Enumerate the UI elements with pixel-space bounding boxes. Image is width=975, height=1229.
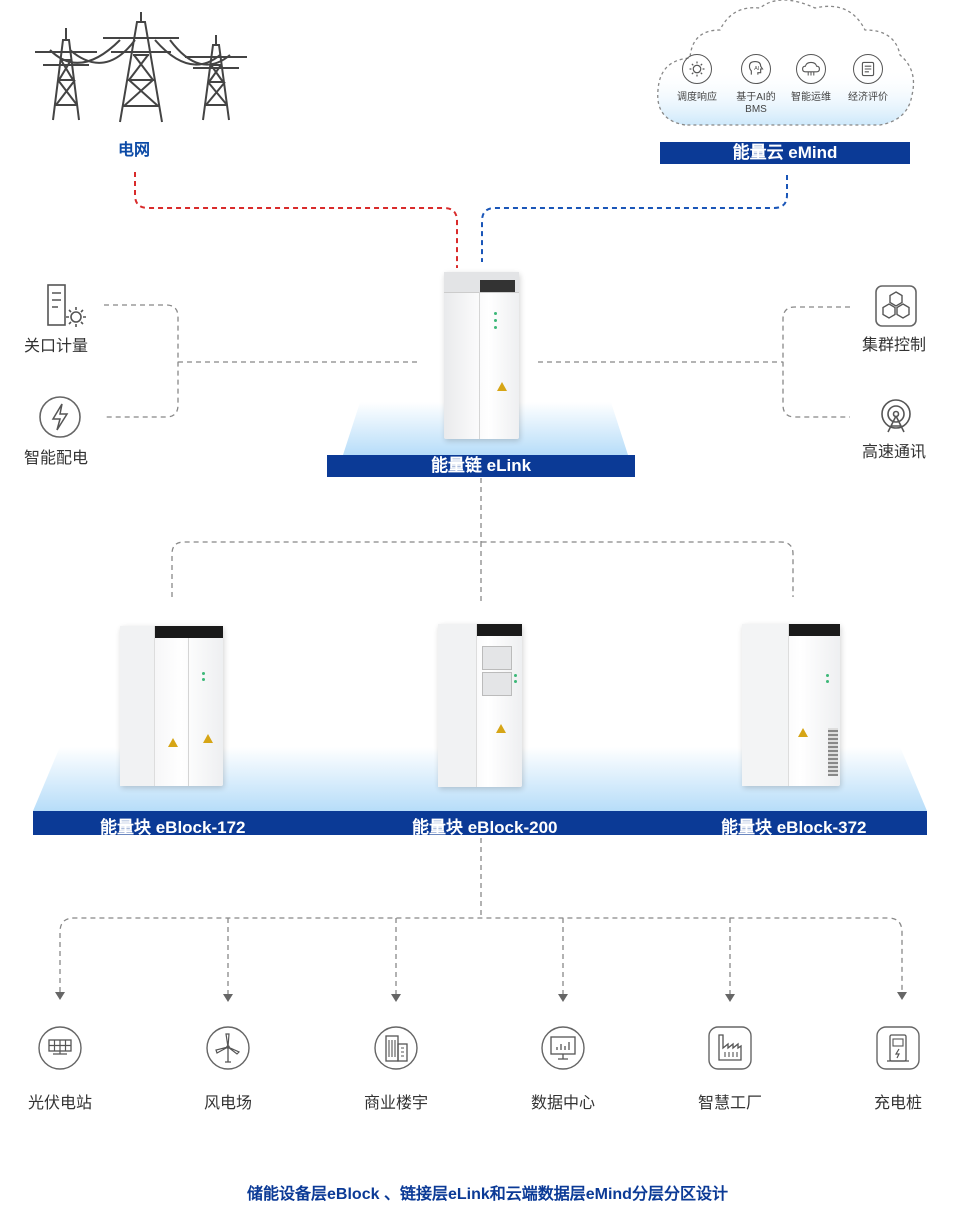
cloud-feature-label: 基于AI的 BMS bbox=[736, 92, 776, 115]
elink-bar: 能量链 eLink bbox=[327, 455, 635, 477]
charging-pile-icon bbox=[869, 1019, 927, 1077]
grid-connection-line bbox=[134, 172, 458, 268]
document-icon bbox=[853, 54, 883, 84]
cloud-feature-label: 智能运维 bbox=[791, 92, 831, 103]
left-feature-label-1: 关口计量 bbox=[24, 338, 89, 355]
cloud-connection-line bbox=[481, 175, 788, 262]
eblock-172-cabinet bbox=[120, 626, 223, 786]
application-label: 数据中心 bbox=[530, 1095, 595, 1112]
ai-icon: AI bbox=[741, 54, 771, 84]
right-feature-label-2: 高速通讯 bbox=[862, 444, 927, 461]
application-label: 风电场 bbox=[203, 1095, 252, 1112]
eblock-372-cabinet bbox=[742, 624, 840, 786]
gear-icon bbox=[682, 54, 712, 84]
application-label: 智慧工厂 bbox=[697, 1095, 762, 1112]
building-icon bbox=[367, 1019, 425, 1077]
eblock-bar bbox=[33, 811, 927, 835]
lightning-icon bbox=[39, 396, 81, 438]
wind-turbine-icon bbox=[199, 1019, 257, 1077]
cloud-shape bbox=[657, 0, 915, 126]
power-tower-icon bbox=[35, 12, 247, 123]
svg-text:AI: AI bbox=[754, 66, 760, 72]
eblock-label-200: 能量块 eBlock-200 bbox=[412, 818, 558, 837]
eblock-200-cabinet bbox=[438, 624, 522, 787]
elink-cabinet bbox=[444, 272, 519, 439]
cloud-feature-label: 调度响应 bbox=[677, 92, 717, 103]
right-feature-label-1: 集群控制 bbox=[862, 337, 927, 354]
emind-bar: 能量云 eMind bbox=[660, 142, 910, 164]
left-feature-connector bbox=[104, 304, 179, 418]
signal-tower-icon bbox=[881, 399, 911, 433]
application-label: 商业楼宇 bbox=[363, 1095, 428, 1112]
hexagon-cluster-icon bbox=[875, 285, 917, 327]
right-feature-connector bbox=[782, 306, 850, 418]
eblock-label-372: 能量块 eBlock-372 bbox=[721, 818, 867, 837]
cloud-icon bbox=[796, 54, 826, 84]
left-feature-label-2: 智能配电 bbox=[24, 450, 89, 467]
application-label: 充电桩 bbox=[873, 1095, 922, 1112]
eblock-label-172: 能量块 eBlock-172 bbox=[100, 818, 246, 837]
caption: 储能设备层eBlock 、链接层eLink和云端数据层eMind分层分区设计 bbox=[247, 1186, 728, 1203]
grid-label: 电网 bbox=[118, 142, 151, 159]
meter-gear-icon bbox=[47, 284, 86, 327]
solar-panel-icon bbox=[31, 1019, 89, 1077]
elink-to-eblocks-connector bbox=[171, 478, 794, 605]
factory-icon bbox=[701, 1019, 759, 1077]
monitor-icon bbox=[534, 1019, 592, 1077]
application-label: 光伏电站 bbox=[27, 1095, 92, 1112]
cloud-feature-label: 经济评价 bbox=[848, 92, 888, 103]
